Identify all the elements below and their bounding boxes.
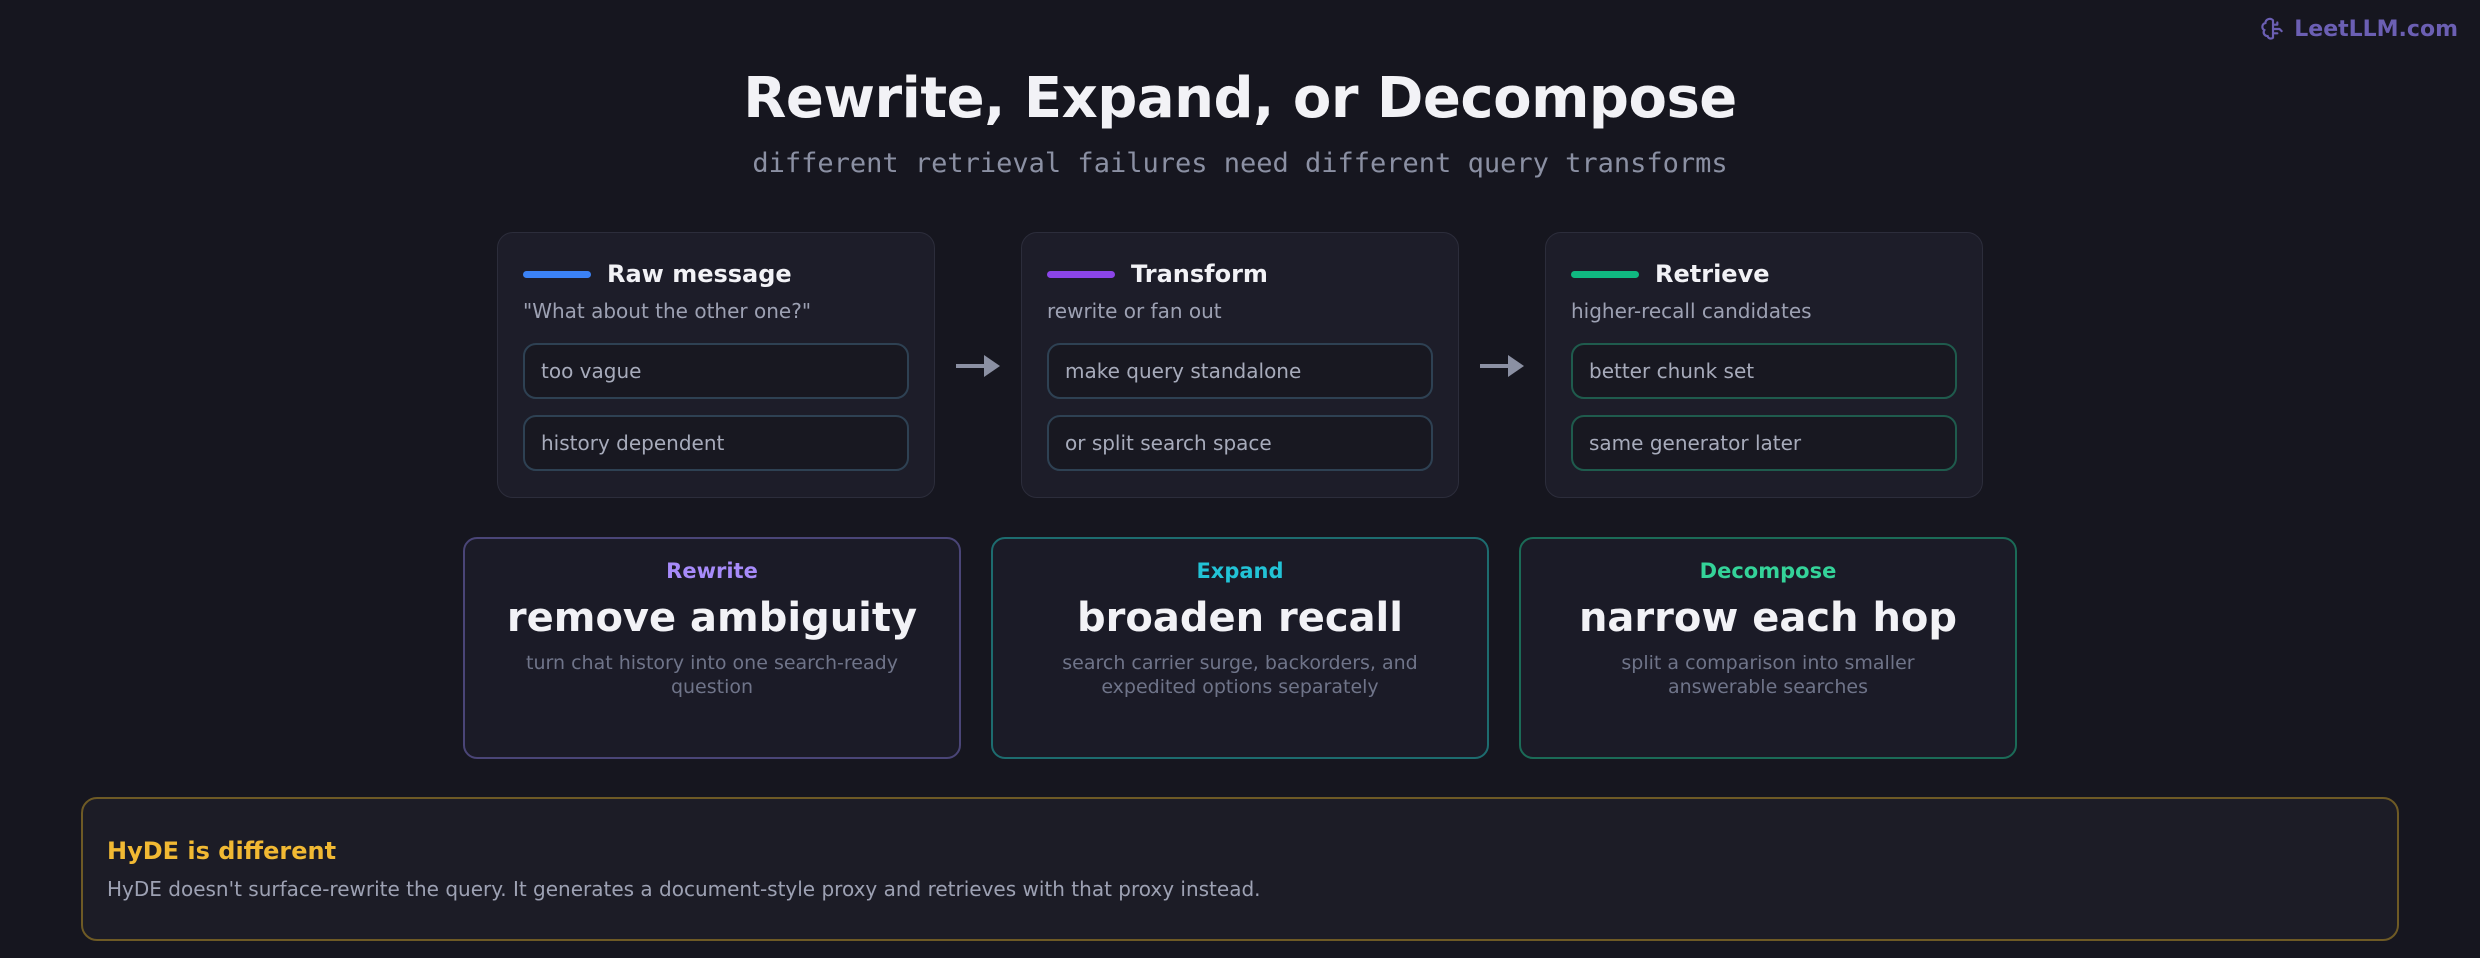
card-headline: remove ambiguity (506, 595, 918, 641)
card-expand: Expand broaden recall search carrier sur… (991, 537, 1489, 759)
step-title: Transform (1131, 260, 1268, 288)
step-raw-message: Raw message "What about the other one?" … (497, 232, 935, 498)
step-accent-bar (523, 270, 591, 278)
card-label: Expand (1196, 559, 1284, 583)
step-tag: too vague (523, 343, 909, 399)
card-description: split a comparison into smaller answerab… (1621, 652, 1915, 698)
card-headline: broaden recall (1077, 595, 1403, 641)
step-accent-bar (1047, 270, 1115, 278)
note-title: HyDE is different (107, 837, 337, 865)
card-label: Decompose (1699, 559, 1837, 583)
page-title: Rewrite, Expand, or Decompose (743, 66, 1737, 131)
brand-logo[interactable]: LeetLLM.com (2260, 14, 2458, 44)
card-rewrite: Rewrite remove ambiguity turn chat histo… (463, 537, 961, 759)
card-decompose: Decompose narrow each hop split a compar… (1519, 537, 2017, 759)
card-headline: narrow each hop (1578, 595, 1958, 641)
step-description: "What about the other one?" (523, 299, 812, 323)
note-text: HyDE doesn't surface-rewrite the query. … (107, 877, 1261, 901)
arrow-right-icon (956, 355, 1000, 377)
step-tag: same generator later (1571, 415, 1957, 471)
card-description: turn chat history into one search-ready … (526, 652, 898, 698)
step-description: rewrite or fan out (1047, 299, 1222, 323)
step-tag: history dependent (523, 415, 909, 471)
step-transform: Transform rewrite or fan out make query … (1021, 232, 1459, 498)
arrow-right-icon (1480, 355, 1524, 377)
card-description: search carrier surge, backorders, and ex… (1062, 652, 1418, 698)
step-title: Retrieve (1655, 260, 1770, 288)
step-description: higher-recall candidates (1571, 299, 1812, 323)
brain-icon (2261, 17, 2283, 40)
step-tag: or split search space (1047, 415, 1433, 471)
page-subtitle: different retrieval failures need differ… (752, 148, 1728, 179)
step-title: Raw message (607, 260, 792, 288)
step-tag: better chunk set (1571, 343, 1957, 399)
step-accent-bar (1571, 270, 1639, 278)
card-label: Rewrite (666, 559, 758, 583)
brand-name: LeetLLM.com (2294, 16, 2458, 42)
hyde-note: HyDE is different HyDE doesn't surface-r… (81, 797, 2399, 941)
step-tag: make query standalone (1047, 343, 1433, 399)
step-retrieve: Retrieve higher-recall candidates better… (1545, 232, 1983, 498)
